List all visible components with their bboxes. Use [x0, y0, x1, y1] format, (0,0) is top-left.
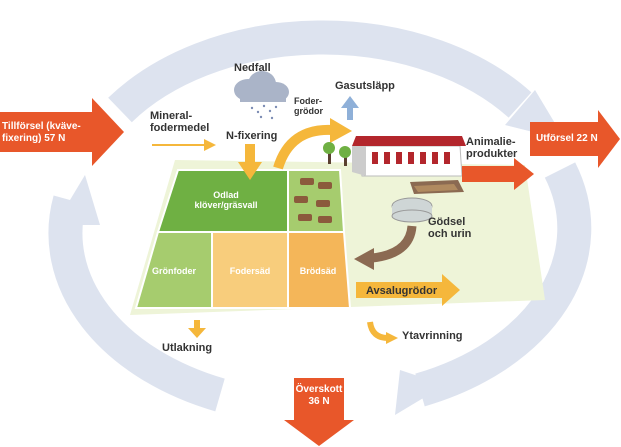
tillforsel-arrow: [0, 98, 124, 166]
label-gasutslapp: Gasutsläpp: [335, 80, 395, 92]
manure-pile-icon: [410, 180, 464, 194]
label-avsalugrodor: Avsalugrödor: [366, 285, 438, 297]
label-field-klover: Odlad klöver/gräsvall: [194, 190, 258, 210]
label-animalieprodukter: Animalie- produkter: [466, 136, 518, 160]
manure-return-arrow: [371, 225, 417, 263]
tree-icon: [323, 142, 351, 166]
label-utlakning: Utlakning: [162, 342, 213, 354]
gasutslapp-arrow: [341, 96, 359, 120]
label-fodergrodor: Foder- grödor: [294, 96, 323, 116]
label-godsel: Gödsel och urin: [428, 216, 472, 240]
label-utforsel: Utförsel 22 N: [536, 133, 598, 144]
ytavrinning-arrow: [367, 321, 389, 341]
barn-icon: [352, 136, 466, 177]
manure-tank-icon: [391, 197, 433, 223]
label-tillforsel: Tillförsel (kväve- fixering) 57 N: [2, 121, 81, 144]
utlakning-arrow: [188, 320, 206, 338]
label-nedfall: Nedfall: [234, 62, 271, 74]
overskott-arrow: [284, 378, 354, 446]
label-field-gronfoder: Grönfoder: [152, 266, 196, 276]
label-mineralfoder: Mineral- fodermedel: [150, 110, 210, 134]
cloud-icon: [234, 71, 289, 120]
animalie-arrow: [462, 158, 534, 190]
nfixering-arrow: [238, 144, 262, 180]
label-field-brodsad: Brödsäd: [299, 266, 337, 276]
avsalugrodor-arrow: [356, 274, 460, 306]
label-ytavrinning: Ytavrinning: [402, 330, 463, 342]
cycle-ring: [48, 20, 592, 415]
field-brodsad: [287, 231, 352, 309]
label-nfixering: N-fixering: [226, 130, 278, 142]
fodergrodor-arrow: [273, 124, 333, 170]
utforsel-arrow: [530, 110, 620, 168]
cow-icon: [294, 178, 332, 223]
label-overskott: Överskott 36 N: [295, 384, 343, 407]
label-field-fodersad: Fodersäd: [229, 266, 271, 276]
